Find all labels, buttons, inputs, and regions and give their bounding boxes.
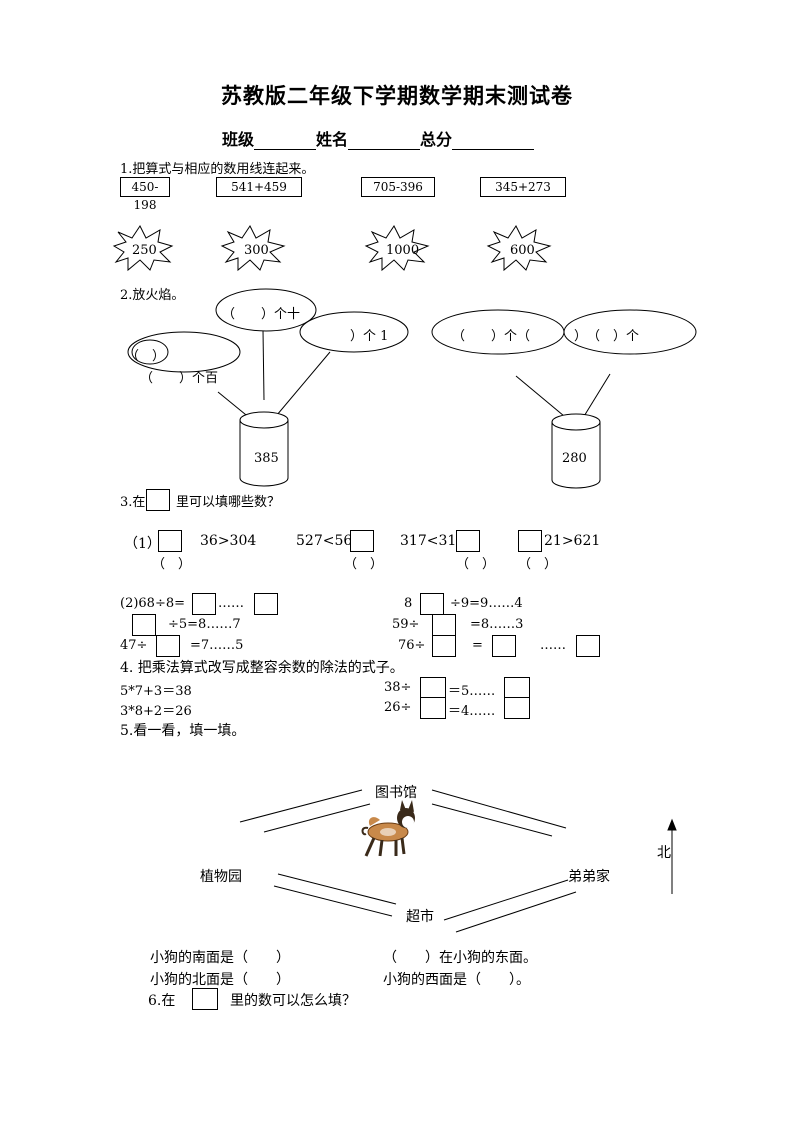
- q3-p2-r3b-pre: 76÷: [398, 638, 426, 653]
- q4-row1-pre: 38÷: [384, 680, 412, 695]
- q3-p2-r3b-box1[interactable]: [432, 635, 456, 657]
- score-blank[interactable]: [452, 133, 535, 150]
- q3-part1-label: （1）: [124, 536, 161, 552]
- q3-p2-r3b-mid: =: [472, 638, 483, 653]
- q1-expression-2[interactable]: 541+459: [216, 177, 302, 197]
- q4-row2: 3*8+2＝26: [120, 704, 192, 719]
- q2-left-right-text[interactable]: ）个 1: [350, 329, 389, 344]
- q3-p2-r3a-pre: 47÷: [120, 638, 148, 653]
- q3-p2-r1a-post: ……: [218, 596, 244, 611]
- q6-prompt-a: 6.在: [148, 993, 176, 1009]
- q1-expression-1[interactable]: 450-198: [120, 177, 170, 212]
- q3-item1-paren[interactable]: （ ）: [152, 557, 192, 572]
- q3-p2-r1a-pre: (2)68÷8=: [120, 596, 186, 611]
- q3-item2: 527<56: [296, 533, 353, 549]
- page-title: 苏教版二年级下学期数学期末测试卷: [221, 83, 573, 108]
- q3-p2-r2b-box[interactable]: [432, 614, 456, 636]
- north-label: 北: [657, 845, 671, 861]
- q1-number-1[interactable]: 250: [132, 243, 157, 258]
- q3-item4-paren[interactable]: （ ）: [518, 557, 558, 572]
- q3-item4: 21>621: [544, 533, 601, 549]
- q3-prompt-b: 里可以填哪些数？: [176, 495, 281, 510]
- q3-p2-r2b-post: =8……3: [470, 617, 524, 632]
- q5-fill-1[interactable]: 小狗的南面是（ ）: [150, 950, 290, 966]
- q3-p2-r1a-box1[interactable]: [192, 593, 216, 615]
- cylinder-right: [551, 422, 601, 489]
- q3-p2-r1b-box[interactable]: [420, 593, 444, 615]
- q3-item3-paren[interactable]: （ ）: [456, 557, 496, 572]
- q5-fill-3[interactable]: 小狗的北面是（ ）: [150, 972, 290, 988]
- map-library: 图书馆: [375, 785, 417, 801]
- q1-expression-4[interactable]: 345+273: [480, 177, 566, 197]
- q2-left-cylinder-value: 385: [254, 451, 279, 466]
- q3-item4-box[interactable]: [518, 530, 542, 552]
- q3-p2-r1b-pre: 8: [404, 596, 413, 611]
- q2-left-bottom-text[interactable]: （ ）个百: [140, 371, 219, 386]
- q4-row2-mid: ＝4……: [448, 704, 496, 719]
- dog-illustration: [361, 800, 415, 857]
- starburst-2: [220, 225, 286, 272]
- q3-item2-box[interactable]: [350, 530, 374, 552]
- class-blank[interactable]: [254, 133, 317, 150]
- q1-number-2[interactable]: 300: [244, 243, 269, 258]
- q3-p2-r3a-box[interactable]: [156, 635, 180, 657]
- q2-left-top-text[interactable]: （ ）个十: [222, 307, 301, 322]
- flame-ellipse-left: [127, 331, 241, 373]
- q4-prompt: 4. 把乘法算式改写成整容余数的除法的式子。: [120, 660, 404, 676]
- cylinder-left: [239, 420, 289, 487]
- q1-prompt: 1.把算式与相应的数用线连起来。: [120, 162, 315, 177]
- q4-row1-box1[interactable]: [420, 677, 446, 699]
- q3-p2-r3b-post: ……: [540, 638, 566, 653]
- header-fields: 班级 姓名 总分: [222, 126, 535, 150]
- q3-item1: 36>304: [200, 533, 257, 549]
- q3-p2-r2a-post: ÷5=8……7: [168, 617, 241, 632]
- q3-p2-r2a-box[interactable]: [132, 614, 156, 636]
- flame-ellipse-top: [215, 288, 317, 332]
- map-brother-home: 弟弟家: [568, 869, 610, 885]
- starburst-1: [112, 225, 174, 272]
- q1-number-3[interactable]: 1000: [386, 243, 420, 258]
- q4-row2-box2[interactable]: [504, 697, 530, 719]
- q2-right-left-text[interactable]: （ ）个（: [452, 329, 531, 344]
- name-blank[interactable]: [348, 133, 421, 150]
- q5-fill-2[interactable]: （ ）在小狗的东面。: [383, 950, 537, 966]
- q3-item2-paren[interactable]: （ ）: [344, 557, 384, 572]
- q4-row1-mid: ＝5……: [448, 684, 496, 699]
- q2-right-right-text[interactable]: ） （ ）个: [574, 329, 640, 344]
- q6-prompt-box: [192, 988, 218, 1010]
- q4-row1-box2[interactable]: [504, 677, 530, 699]
- q4-row2-pre: 26÷: [384, 700, 412, 715]
- q1-number-4[interactable]: 600: [510, 243, 535, 258]
- q3-p2-r1b-post: ÷9=9……4: [450, 596, 523, 611]
- score-label: 总分: [420, 130, 453, 149]
- q3-prompt-box: [146, 489, 170, 511]
- q2-left-inner-text[interactable]: （ ）: [126, 349, 166, 364]
- q4-row2-box1[interactable]: [420, 697, 446, 719]
- map-supermarket: 超市: [406, 909, 434, 925]
- q2-right-cylinder-value: 280: [562, 451, 587, 466]
- starburst-3: [364, 225, 430, 272]
- class-label: 班级: [222, 130, 255, 149]
- q2-prompt: 2.放火焰。: [120, 288, 185, 303]
- flame-ellipse-right: [299, 311, 409, 353]
- q3-p2-r3b-box3[interactable]: [576, 635, 600, 657]
- map-garden: 植物园: [200, 869, 242, 885]
- q3-p2-r3b-box2[interactable]: [492, 635, 516, 657]
- name-label: 姓名: [316, 130, 349, 149]
- flame-ellipse-r-right: [563, 309, 697, 355]
- q5-prompt: 5.看一看，填一填。: [120, 723, 246, 739]
- q3-p2-r1a-box2[interactable]: [254, 593, 278, 615]
- q4-row1: 5*7+3＝38: [120, 684, 192, 699]
- q5-fill-4[interactable]: 小狗的西面是（ ）。: [383, 972, 530, 988]
- q1-expression-3[interactable]: 705-396: [361, 177, 435, 197]
- q3-item3-box[interactable]: [456, 530, 480, 552]
- q3-item3: 317<31: [400, 533, 457, 549]
- q3-p2-r2b-pre: 59÷: [392, 617, 420, 632]
- q3-item1-box[interactable]: [158, 530, 182, 552]
- q3-prompt-a: 3.在: [120, 495, 146, 510]
- q3-p2-r3a-post: =7……5: [190, 638, 244, 653]
- starburst-4: [486, 225, 552, 272]
- q6-prompt-b: 里的数可以怎么填？: [230, 993, 356, 1009]
